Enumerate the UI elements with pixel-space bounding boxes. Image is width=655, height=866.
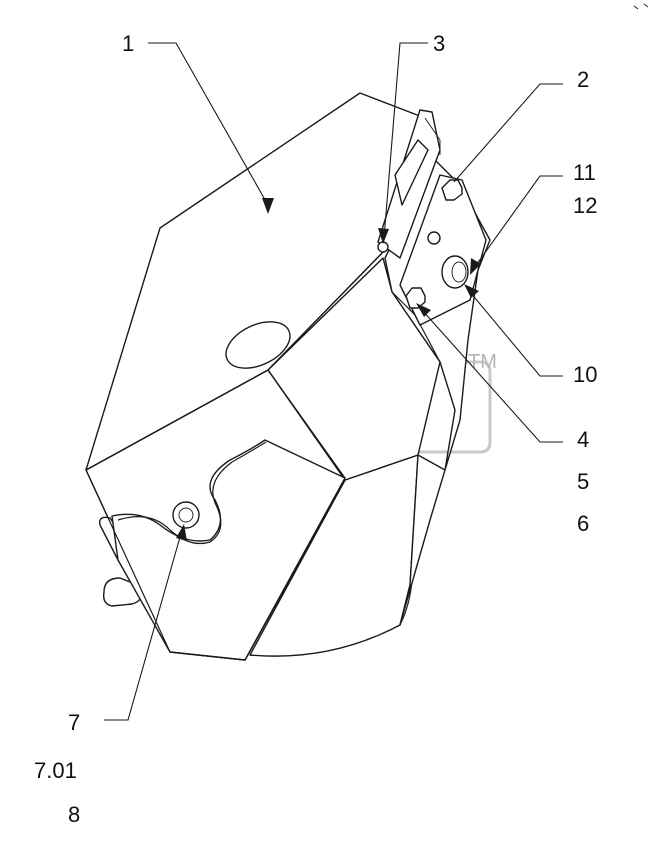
label-2: 2 <box>577 67 589 92</box>
label-12: 12 <box>573 193 597 218</box>
knob-10-icon <box>441 255 469 289</box>
lid-opening <box>225 321 291 369</box>
label-3: 3 <box>433 31 445 56</box>
front-cap-area <box>111 439 346 661</box>
cap-7-icon <box>172 501 200 529</box>
bolt-2-icon <box>441 179 463 201</box>
label-4: 4 <box>577 427 589 452</box>
watermark-trademark: TM <box>468 351 497 373</box>
label-7: 7 <box>68 710 80 735</box>
leader-1 <box>148 42 269 206</box>
mounting-plate <box>399 174 487 326</box>
label-1: 1 <box>122 31 134 56</box>
label-11: 11 <box>573 160 596 185</box>
callout-labels: 1 3 2 11 12 10 4 5 6 7 7.01 8 <box>34 31 597 827</box>
label-10: 10 <box>573 362 597 387</box>
label-8: 8 <box>68 802 80 827</box>
front-outlines <box>85 469 346 661</box>
bolt-upper-icon <box>427 231 441 245</box>
bolt-4-icon <box>405 287 426 309</box>
hopper-lid <box>85 92 426 471</box>
leader-lines <box>104 42 563 721</box>
label-6: 6 <box>577 511 589 536</box>
leader-7 <box>104 529 183 721</box>
label-5: 5 <box>577 469 589 494</box>
corner-mark <box>633 3 649 10</box>
leader-2 <box>453 83 563 183</box>
leader-11 <box>473 175 563 269</box>
leader-3 <box>383 42 428 239</box>
label-7-01: 7.01 <box>34 758 77 783</box>
leader-4 <box>421 309 563 443</box>
hinge <box>377 109 441 259</box>
leader-10 <box>469 291 563 377</box>
